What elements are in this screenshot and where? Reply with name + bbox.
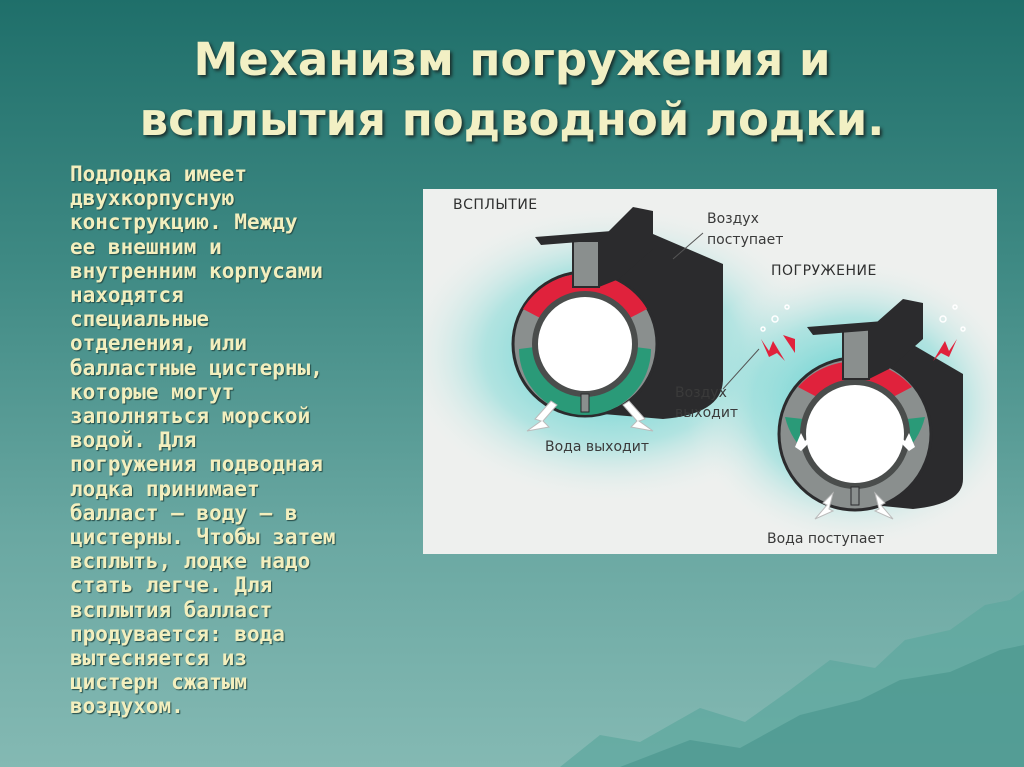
arrow-water-out-right <box>622 400 654 432</box>
label-surfacing: ВСПЛЫТИЕ <box>453 197 538 213</box>
body-line: балластные цистерны, <box>70 355 323 380</box>
pointer-line-air-out <box>722 348 760 390</box>
body-line: стать легче. Для <box>70 573 273 598</box>
label-diving: ПОГРУЖЕНИЕ <box>771 263 877 279</box>
body-line: цистерны. Чтобы затем <box>70 525 336 550</box>
body-line: внутренним корпусами <box>70 258 323 283</box>
title-line-2: всплытия подводной лодки. <box>139 93 885 146</box>
title-line-1: Механизм погружения и <box>193 33 831 86</box>
body-line: балласт — воду — в <box>70 500 298 525</box>
submarine-surfacing <box>511 207 723 419</box>
body-line: которые могут <box>70 379 235 404</box>
arrow-water-in-side-left <box>795 433 813 451</box>
label-air-out-1: Воздух <box>675 385 727 401</box>
body-line: продувается: вода <box>70 621 285 646</box>
arrow-air-out-left <box>761 339 785 361</box>
slide-title: Механизм погружения и всплытия подводной… <box>0 30 1024 150</box>
body-line: всплытия балласт <box>70 597 273 622</box>
body-line: лодка принимает <box>70 476 260 501</box>
body-line: специальные <box>70 307 210 332</box>
arrow-water-in-side-right <box>897 433 915 451</box>
body-line: конструкцию. Между <box>70 210 298 235</box>
body-line: заполняться морской <box>70 404 311 429</box>
arrow-air-out-left-2 <box>783 335 795 353</box>
body-line: двухкорпусную <box>70 186 235 211</box>
body-line: воздухом. <box>70 694 184 719</box>
arrow-air-out-right <box>933 339 957 361</box>
arrow-water-in-left <box>814 491 835 520</box>
body-line: вытесняется из <box>70 646 248 671</box>
body-line: цистерн сжатым <box>70 670 248 695</box>
body-line: Подлодка имеет <box>70 162 248 186</box>
body-line: всплыть, лодке надо <box>70 549 311 574</box>
label-water-in: Вода поступает <box>767 531 884 547</box>
label-air-in-1: Воздух <box>707 211 759 227</box>
pointer-line-air-in <box>672 232 704 260</box>
submarine-diving <box>777 299 963 512</box>
body-text: Подлодка имеет двухкорпусную конструкцию… <box>70 162 425 719</box>
body-line: находятся <box>70 283 184 308</box>
label-water-out: Вода выходит <box>545 439 649 455</box>
arrow-water-out-left <box>526 400 558 432</box>
label-air-out-2: выходит <box>675 405 738 421</box>
arrow-water-in-right <box>873 491 894 520</box>
body-line: погружения подводная <box>70 452 323 477</box>
submarine-diagram: ВСПЛЫТИЕ Воздух поступает Вода выходит <box>423 189 997 554</box>
body-line: ее внешним и <box>70 234 222 259</box>
air-bubbles <box>760 304 966 332</box>
body-line: водой. Для <box>70 428 197 453</box>
label-air-in-2: поступает <box>707 232 783 248</box>
body-line: отделения, или <box>70 331 248 356</box>
